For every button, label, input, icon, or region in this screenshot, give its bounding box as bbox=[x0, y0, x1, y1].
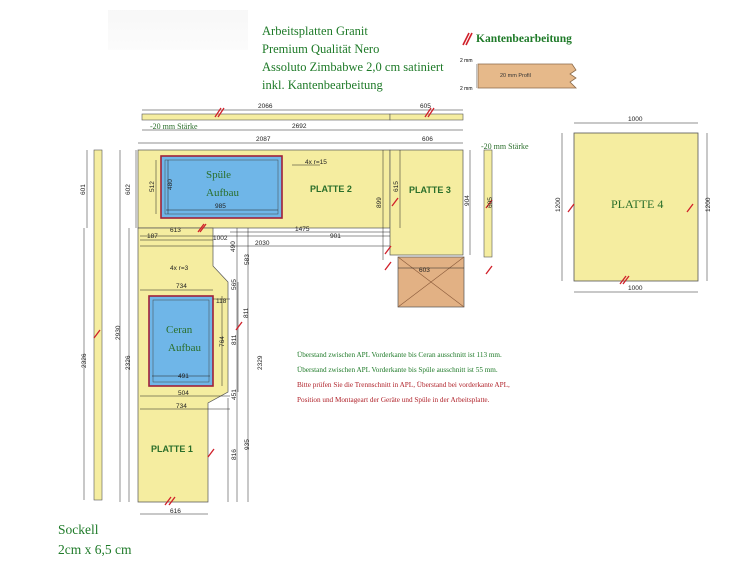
legend-bottom-mm: 2 mm bbox=[460, 86, 473, 92]
spuele-label-1: Spüle bbox=[206, 169, 231, 181]
dim-904: 904 bbox=[464, 195, 471, 206]
dim-2326b: 2326 bbox=[125, 355, 132, 370]
legend-top-mm: 2 mm bbox=[460, 58, 473, 64]
note-ceran: Überstand zwischen APL Vorderkante bis C… bbox=[297, 351, 502, 359]
dim-2030: 2030 bbox=[255, 240, 270, 247]
legend-profile-shape bbox=[475, 62, 580, 90]
title-line-4: inkl. Kantenbearbeitung bbox=[262, 78, 383, 92]
note-spuele: Überstand zwischen APL Vorderkante bis S… bbox=[297, 366, 498, 374]
radius-ceran: 4x r=3 bbox=[170, 265, 189, 272]
platte-3-label: PLATTE 3 bbox=[409, 185, 451, 195]
dim-615: 615 bbox=[393, 181, 400, 192]
legend-profile-label: 20 mm Profil bbox=[500, 73, 531, 79]
dim-565: 565 bbox=[231, 279, 238, 290]
sockel-strip-right bbox=[483, 149, 493, 258]
spuele-cutout bbox=[160, 155, 283, 219]
legend-edge-icon bbox=[462, 32, 474, 46]
ceran-label-1: Ceran bbox=[166, 324, 193, 336]
platte-2-label: PLATTE 2 bbox=[310, 184, 352, 194]
note-check-2: Position und Montageart der Geräte und S… bbox=[297, 396, 490, 404]
dim-1000-top: 1000 bbox=[628, 116, 643, 123]
dim-2329: 2329 bbox=[257, 355, 264, 370]
dim-816: 816 bbox=[231, 449, 238, 460]
dim-583: 583 bbox=[244, 254, 251, 265]
dim-2087: 2087 bbox=[256, 136, 271, 143]
platte-1-label: PLATTE 1 bbox=[151, 444, 193, 454]
dim-605: 605 bbox=[420, 103, 431, 110]
staerke-top-label: -20 mm Stärke bbox=[150, 122, 198, 131]
dim-187: 187 bbox=[147, 233, 158, 240]
platte-4-label: PLATTE 4 bbox=[611, 197, 663, 211]
dim-2326: 2326 bbox=[81, 353, 88, 368]
dim-1000-bottom: 1000 bbox=[628, 285, 643, 292]
spuele-label-2: Aufbau bbox=[206, 187, 239, 199]
dim-118: 118 bbox=[216, 298, 227, 305]
sockel-strip-left bbox=[93, 149, 103, 501]
dim-811: 811 bbox=[231, 334, 238, 345]
dim-1200-left: 1200 bbox=[555, 197, 562, 212]
staerke-side-label: -20 mm Stärke bbox=[481, 142, 529, 151]
dim-811b: 811 bbox=[243, 307, 250, 318]
dim-480: 480 bbox=[167, 179, 174, 190]
dim-2930: 2930 bbox=[115, 325, 122, 340]
dim-616: 616 bbox=[170, 508, 181, 515]
sockel-title: Sockell bbox=[58, 522, 99, 537]
dim-491: 491 bbox=[178, 373, 189, 380]
sockel-size: 2cm x 6,5 cm bbox=[58, 542, 132, 557]
dim-2066: 2066 bbox=[258, 103, 273, 110]
edge-marks bbox=[93, 107, 694, 506]
dim-1200-right: 1200 bbox=[705, 197, 712, 212]
radius-spuele: 4x r=15 bbox=[305, 159, 327, 166]
dim-899: 899 bbox=[376, 197, 383, 208]
dim-935: 935 bbox=[244, 439, 251, 450]
dim-605v: 605 bbox=[487, 197, 494, 208]
note-check-1: Bitte prüfen Sie die Trennschnitt in APL… bbox=[297, 381, 510, 389]
dim-451: 451 bbox=[231, 389, 238, 400]
dim-1002: 1002 bbox=[213, 235, 228, 242]
dim-601: 601 bbox=[80, 184, 87, 195]
dim-985: 985 bbox=[215, 203, 226, 210]
dim-603: 603 bbox=[419, 267, 430, 274]
dim-1475: 1475 bbox=[295, 226, 310, 233]
dim-490: 490 bbox=[230, 241, 237, 252]
dim-504: 504 bbox=[178, 390, 189, 397]
platte-3 bbox=[389, 149, 464, 256]
header-smudge bbox=[108, 10, 248, 50]
ceran-cutout bbox=[148, 295, 214, 387]
dim-901: 901 bbox=[330, 233, 341, 240]
dim-606: 606 bbox=[422, 136, 433, 143]
ceran-label-2: Aufbau bbox=[168, 342, 201, 354]
platte-4 bbox=[573, 132, 699, 282]
dim-613: 613 bbox=[170, 227, 181, 234]
title-line-2: Premium Qualität Nero bbox=[262, 42, 380, 56]
dim-512: 512 bbox=[149, 181, 156, 192]
legend-title: Kantenbearbeitung bbox=[476, 33, 572, 45]
dim-734-top: 734 bbox=[176, 283, 187, 290]
dim-734-bottom: 734 bbox=[176, 403, 187, 410]
dim-2692: 2692 bbox=[292, 123, 307, 130]
title-line-3: Assoluto Zimbabwe 2,0 cm satiniert bbox=[262, 60, 444, 74]
sockel-strip-top bbox=[141, 113, 391, 121]
title-line-1: Arbeitsplatten Granit bbox=[262, 24, 368, 38]
dim-764: 764 bbox=[219, 336, 226, 347]
dim-602: 602 bbox=[125, 184, 132, 195]
